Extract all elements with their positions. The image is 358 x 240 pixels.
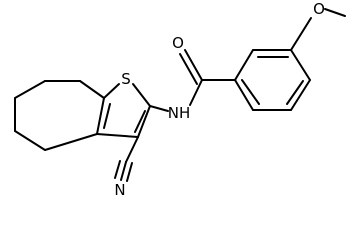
methoxy-oxygen-label: O [313,0,325,18]
carbonyl-oxygen-label: O [172,34,184,52]
benzene-ring [201,49,311,111]
cyclohexane-ring [14,80,105,151]
nitrile-nitrogen-label: N [114,181,125,199]
amide-nh-label: NH [168,104,191,122]
molecule-structure: O O S NH N [14,0,346,199]
amide-linkage [149,49,203,112]
sulfur-label: S [121,70,131,88]
nitrile-group [114,136,139,182]
methoxy-group [290,8,346,51]
thiophene-ring [96,83,151,138]
